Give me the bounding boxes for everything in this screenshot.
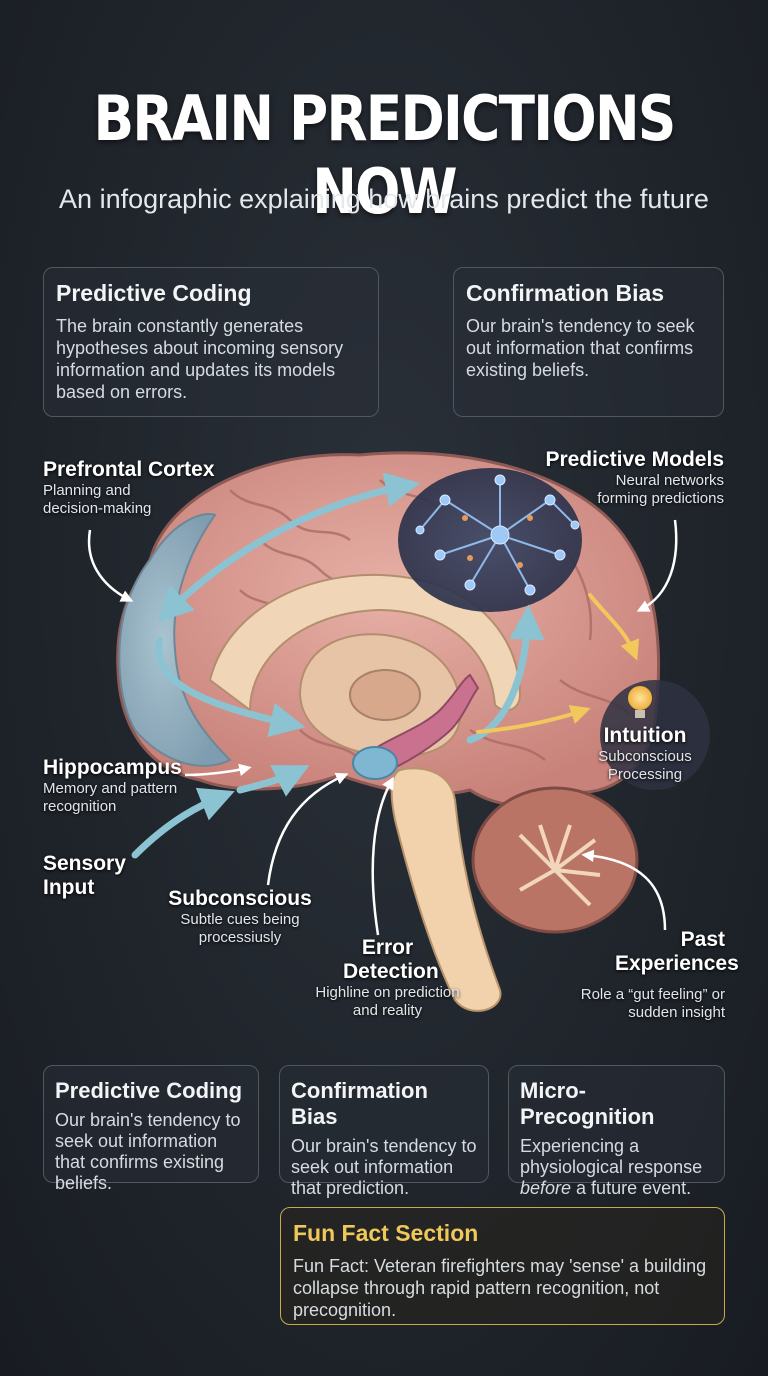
- label-intuition: Intuition Subconscious Processing: [590, 724, 700, 784]
- card-title: Confirmation Bias: [291, 1078, 428, 1129]
- thalamus-core: [349, 669, 421, 721]
- fun-fact-card: Fun Fact Section Fun Fact: Veteran firef…: [280, 1207, 725, 1325]
- page-subtitle: An infographic explaining how brains pre…: [59, 184, 709, 214]
- label-desc: Memory and pattern recognition: [43, 780, 178, 815]
- label-prefrontal-cortex: Prefrontal Cortex Planning and decision-…: [43, 458, 243, 518]
- callout-past: [581, 849, 667, 931]
- callout-hippocampus: [184, 763, 252, 777]
- card-text: Our brain's tendency to seek out informa…: [291, 1136, 477, 1198]
- card-title: Predictive Coding: [55, 1078, 243, 1103]
- card-title: Predictive Coding: [56, 280, 252, 306]
- label-desc: Role a “gut feeling” or sudden insight: [580, 986, 725, 1021]
- arrow-hippocampus-to-intuition: [476, 704, 591, 734]
- page-title: BRAIN PREDICTIONS NOW: [93, 82, 676, 228]
- arrow-frontal-to-network: [157, 472, 421, 623]
- label-predictive-models: Predictive Models Neural networks formin…: [524, 448, 724, 508]
- label-title: Hippocampus: [43, 756, 182, 779]
- card-text: The brain constantly generates hypothese…: [56, 316, 344, 402]
- card-text: Our brain's tendency to seek out informa…: [466, 316, 695, 380]
- label-error-detection: Error Detection Highline on prediction a…: [305, 936, 470, 1020]
- fun-fact-text: Fun Fact: Veteran firefighters may 'sens…: [293, 1256, 707, 1320]
- label-desc: Highline on prediction and reality: [315, 984, 460, 1019]
- label-desc: Neural networks forming predictions: [597, 472, 724, 507]
- callout-prefrontal: [87, 529, 134, 602]
- arrow-frontal-to-hippocampus: [155, 636, 306, 738]
- card-text-emphasis: before: [520, 1178, 572, 1198]
- fun-fact-title: Fun Fact Section: [293, 1220, 479, 1246]
- intuition-region: [600, 680, 710, 790]
- label-title: Sensory Input: [43, 852, 126, 899]
- neuron-network: [419, 480, 576, 591]
- callout-error: [371, 776, 394, 936]
- arrow-hippocampus-input: [236, 765, 310, 797]
- cerebellum: [471, 786, 639, 934]
- label-hippocampus: Hippocampus Memory and pattern recogniti…: [43, 756, 203, 816]
- callout-models: [636, 519, 678, 612]
- card-title: Micro-Precognition: [520, 1078, 655, 1129]
- neuron-orange-nodes: [462, 515, 533, 568]
- label-subconscious: Subconscious Subtle cues being processiu…: [160, 887, 320, 947]
- brainstem: [390, 767, 502, 1012]
- card-text-post: a future event.: [571, 1178, 692, 1198]
- brain-illustration: [87, 451, 710, 1012]
- arrow-up-to-network: [466, 604, 545, 744]
- card-text: Experiencing a physiological response be…: [520, 1136, 713, 1199]
- callout-subconscious: [266, 772, 349, 886]
- card-title: Confirmation Bias: [466, 280, 665, 306]
- label-title: Error Detection: [343, 936, 439, 983]
- card-confirmation-bias-bottom: Confirmation Bias Our brain's tendency t…: [279, 1065, 489, 1198]
- card-micro-precognition: Micro-Precognition Experiencing a physio…: [508, 1065, 725, 1198]
- label-title: Prefrontal Cortex: [43, 458, 215, 481]
- card-text: Our brain's tendency to seek out informa…: [55, 1110, 241, 1193]
- label-title: Subconscious: [168, 887, 312, 910]
- card-predictive-coding-bottom: Predictive Coding Our brain's tendency t…: [43, 1065, 259, 1193]
- arrow-models-to-intuition: [588, 593, 640, 661]
- cerebellum-arbor: [518, 824, 601, 907]
- card-confirmation-bias-top: Confirmation Bias Our brain's tendency t…: [453, 267, 724, 417]
- label-title: Intuition: [603, 724, 687, 747]
- label-desc: Subtle cues being processiusly: [180, 911, 300, 946]
- label-title: Past Experiences: [615, 928, 739, 975]
- label-desc: Subconscious Processing: [598, 748, 692, 783]
- card-predictive-coding-top: Predictive Coding The brain constantly g…: [43, 267, 379, 417]
- label-past-experiences: Past Experiences Role a “gut feeling” or…: [580, 928, 739, 1022]
- card-text-pre: Experiencing a physiological response: [520, 1136, 703, 1177]
- label-desc: Planning and decision-making: [43, 482, 152, 517]
- amygdala: [352, 746, 398, 780]
- lightbulb-icon: [628, 686, 652, 710]
- label-title: Predictive Models: [545, 448, 724, 471]
- label-sensory-input: Sensory Input: [43, 852, 133, 900]
- arrow-sensory-input: [131, 787, 235, 859]
